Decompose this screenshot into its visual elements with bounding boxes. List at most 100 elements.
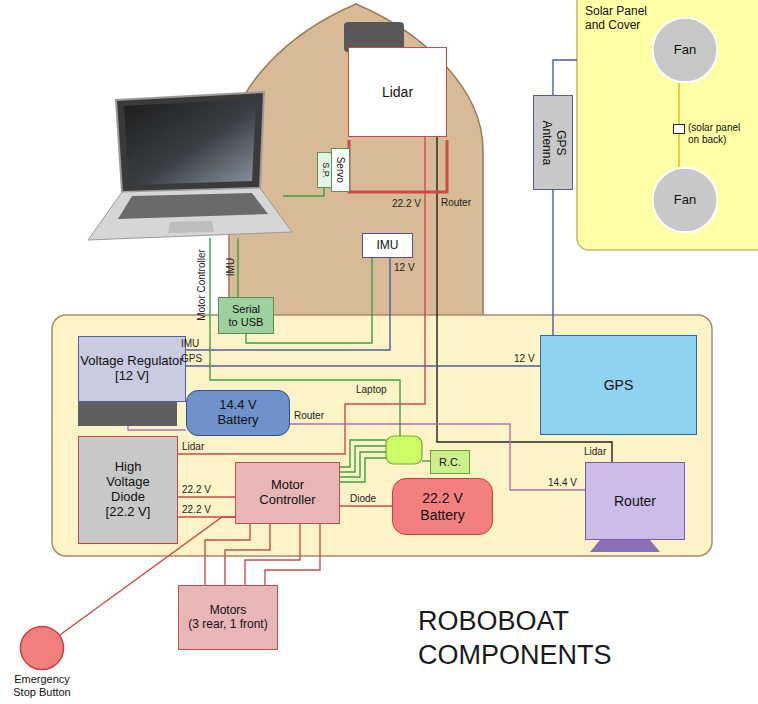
laptop-keyboard — [118, 193, 268, 219]
wire-connector — [553, 60, 577, 95]
text-holder: Router — [586, 463, 684, 539]
heat-sink — [78, 402, 177, 426]
text-holder: (solar panel on back) — [688, 122, 752, 147]
wire-connector — [225, 524, 270, 585]
text-holder: Solar Panel and Cover — [585, 5, 665, 33]
wire-connector — [186, 258, 390, 350]
laptop-lid — [116, 92, 264, 192]
laptop-base — [88, 188, 292, 240]
panel-box: Fan (solar panel on back) Fan Solar Panel a… — [577, 0, 758, 250]
node-text: Solar Panel and Cover — [585, 5, 665, 33]
node-text: Router — [614, 493, 656, 509]
wire-connector — [186, 365, 540, 366]
servo-box: Servo — [331, 148, 350, 192]
router-box: Router — [585, 462, 685, 540]
node-text: High Voltage Diode [22.2 V] — [98, 460, 158, 520]
wire-label: 12 V — [514, 353, 535, 364]
wire-label: 12 V — [394, 262, 415, 273]
wire-connector — [678, 82, 679, 124]
battery-box: 22.2 V Battery — [392, 478, 493, 535]
wire-connector — [340, 505, 392, 506]
wire-label: Lidar — [584, 446, 606, 457]
laptop-screen — [124, 99, 256, 185]
fan-circle-outline — [653, 18, 718, 83]
lidar-mount — [349, 140, 447, 192]
diagram-title: ROBOBOAT COMPONENTS — [418, 604, 658, 672]
text-holder: Fan — [652, 17, 718, 83]
text-holder: GPS — [541, 336, 696, 434]
wire-label: 22.2 V — [182, 504, 211, 515]
text-holder: Motor Controller — [236, 463, 339, 523]
wire-label: Router — [441, 197, 471, 208]
text-holder: Voltage Regulator [12 V] — [79, 337, 185, 401]
laptop-illustration — [88, 92, 292, 240]
laptop-wire — [283, 188, 324, 196]
lidar-box: Lidar — [348, 47, 447, 137]
signal-mux — [386, 436, 422, 464]
wire-label: 14.4 V — [548, 477, 577, 488]
controller-box: Motor Controller — [235, 462, 340, 524]
wire-label: Router — [294, 410, 324, 421]
laptop-touchpad — [168, 221, 214, 233]
node-text: Motors — [210, 604, 247, 618]
node-text: Motor Controller — [248, 478, 328, 508]
button-circle-outline — [20, 626, 63, 669]
wire-connector — [178, 137, 425, 454]
laptop-wire — [237, 238, 238, 297]
wire-label: Motor Controller — [196, 249, 207, 321]
text-holder: 14.4 V Battery — [187, 391, 289, 435]
node-text: Fan — [674, 43, 696, 58]
node-text: GPS — [604, 377, 634, 393]
boat-hull — [229, 4, 483, 320]
text-holder: Emergency Stop Button — [7, 673, 77, 698]
diode-box: High Voltage Diode [22.2 V] — [78, 436, 178, 544]
mux-wire — [340, 440, 386, 467]
text-holder: Serial to USB — [219, 298, 273, 333]
wire-label: 22.2 V — [392, 198, 421, 209]
node-text: 14.4 V Battery — [208, 398, 268, 428]
text-holder: Servo — [332, 149, 349, 191]
signal-wires — [210, 188, 430, 482]
node-text: (solar panel on back) — [688, 122, 752, 145]
wire-connector — [205, 524, 250, 585]
mux-wire — [340, 446, 386, 472]
mux-wire — [340, 452, 386, 477]
wire-label: 22.2 V — [182, 484, 211, 495]
node-text: Servo — [335, 157, 347, 183]
node-text: (3 rear, 1 front) — [188, 618, 267, 632]
node-text: Fan — [674, 193, 696, 208]
wire-label: GPS — [181, 353, 202, 364]
node-text: S.P. — [321, 162, 331, 178]
wire-connector — [265, 524, 320, 585]
node-text: Voltage Regulator [12 V] — [79, 354, 185, 384]
panel-cover-shape — [577, 0, 758, 250]
stop-button: Emergency Stop Button — [20, 626, 64, 670]
button-shape — [20, 626, 64, 670]
text-holder: Lidar — [349, 48, 446, 136]
text-holder: R.C. — [431, 451, 469, 473]
regulator-box: Voltage Regulator [12 V] — [78, 336, 186, 402]
router-stand — [590, 540, 660, 552]
text-holder: High Voltage Diode [22.2 V] — [79, 437, 177, 543]
fan-circle-outline — [653, 168, 718, 233]
node-text: Lidar — [382, 84, 413, 100]
imu-box: IMU — [362, 233, 413, 258]
node-text: GPS Antenna — [539, 115, 567, 171]
wire-label: IMU — [225, 258, 236, 276]
node-text: 22.2 V Battery — [408, 490, 478, 522]
rc-box: R.C. — [430, 450, 470, 474]
node-text: IMU — [377, 239, 399, 253]
rc-wire — [422, 460, 430, 461]
motors-box: Motors(3 rear, 1 front) — [178, 585, 278, 650]
wire-label: Laptop — [356, 384, 387, 395]
node-text: R.C. — [439, 456, 461, 469]
wire-label: IMU — [181, 338, 199, 349]
fan-circle: Fan — [652, 167, 718, 233]
wire-label: Diode — [350, 493, 376, 504]
text-holder: GPS Antenna — [534, 96, 572, 189]
wire-connector — [678, 134, 679, 168]
text-holder: Motors(3 rear, 1 front) — [179, 586, 277, 649]
